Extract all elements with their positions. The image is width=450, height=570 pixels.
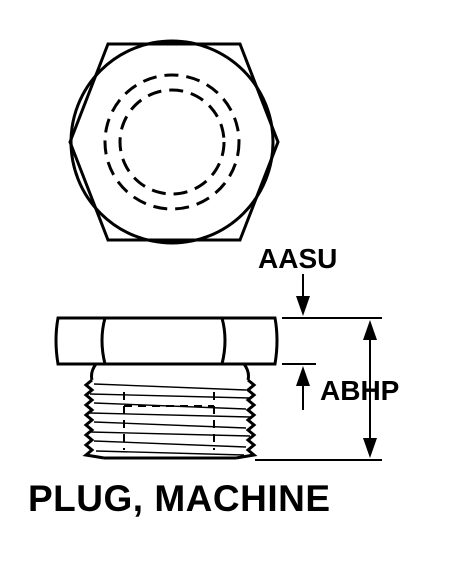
thread-line <box>95 450 245 456</box>
thread-line <box>93 440 247 448</box>
thread-line <box>89 412 251 418</box>
dimension-label-abhp: ABHP <box>320 375 399 406</box>
thread-line <box>93 421 247 429</box>
dashed-circle-outer <box>103 73 241 211</box>
hex-head <box>54 316 279 366</box>
thread-line <box>93 383 247 391</box>
dimensions <box>255 274 382 461</box>
thread-left-profile <box>82 378 105 460</box>
abhp-lower-arrowhead <box>296 366 310 386</box>
aasu-arrowhead <box>296 296 310 316</box>
height-arrowhead-top <box>363 320 377 340</box>
hex-facet-left <box>100 317 107 365</box>
height-arrowhead-bottom <box>363 438 377 458</box>
plug-neck <box>90 363 250 381</box>
dashed-circle-inner <box>118 88 226 196</box>
thread-right-profile <box>235 378 258 460</box>
dimension-label-aasu: AASU <box>258 243 337 274</box>
side-view <box>54 316 279 460</box>
thread-line <box>89 431 251 437</box>
hex-facet-right <box>220 317 227 365</box>
part-caption: PLUG, MACHINE <box>28 478 331 519</box>
outer-circle <box>69 39 275 245</box>
thread-line <box>89 393 251 399</box>
top-view <box>68 39 280 245</box>
thread-body <box>82 378 258 460</box>
